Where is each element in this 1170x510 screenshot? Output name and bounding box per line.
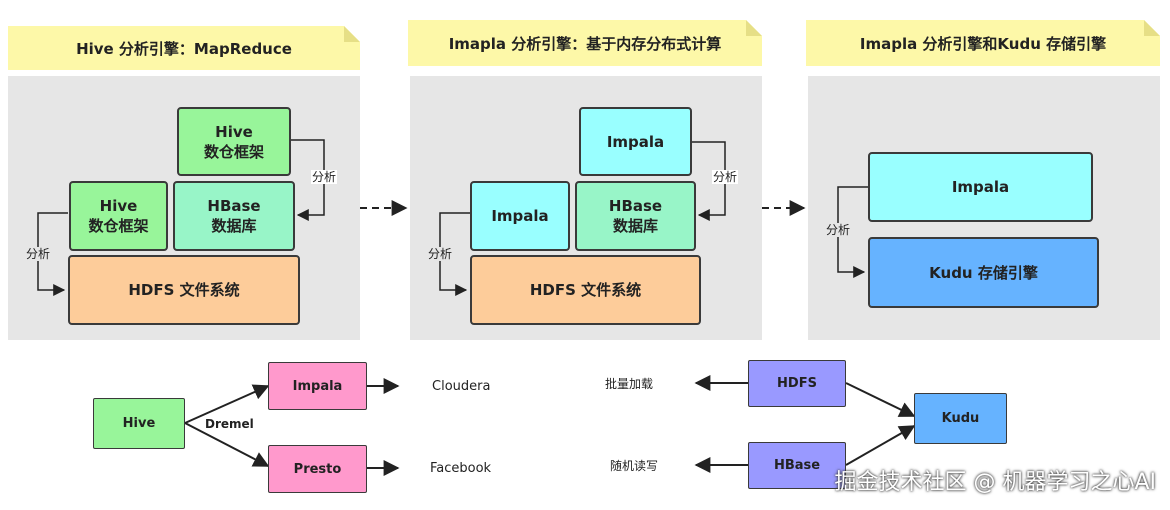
stage2-hdfs-label: HDFS 文件系统 [529, 281, 642, 299]
watermark: 掘金技术社区 @ 机器学习之心AI [834, 470, 1156, 495]
stage2-impala-top-label: Impala [606, 132, 665, 151]
stage1-analyze-label-left: 分析 [25, 247, 52, 261]
stage1-hive-left-line2: 数仓框架 [88, 217, 149, 235]
stage2-hbase-line1: HBase [608, 197, 663, 215]
random-rw-label: 随机读写 [610, 459, 659, 473]
lower-kudu-label: Kudu [941, 411, 980, 426]
lower-hdfs-label: HDFS [777, 376, 817, 391]
stage1-hdfs-label: HDFS 文件系统 [128, 281, 240, 299]
lower-hive-label: Hive [122, 416, 156, 431]
dremel-label: Dremel [205, 417, 254, 431]
stage2-title-note: Imapla 分析引擎：基于内存分布式计算 [408, 20, 762, 66]
stage2-analyze-label-left: 分析 [427, 247, 454, 261]
stage1-hbase-line2: 数据库 [211, 217, 257, 235]
stage1-hbase-line1: HBase [207, 197, 261, 215]
stage1-hdfs-box: HDFS 文件系统 [68, 255, 300, 325]
stage3-kudu-label: Kudu 存储引擎 [929, 263, 1038, 282]
facebook-label: Facebook [430, 461, 492, 476]
lower-presto-label: Presto [293, 461, 342, 477]
stage1-hive-top-line1: Hive [215, 122, 253, 141]
stage1-hive-top-box: Hive 数仓框架 [177, 107, 291, 176]
stage2-hbase-line2: 数据库 [612, 217, 658, 235]
hive-presto-line [184, 422, 270, 467]
hbase-kudu-line [845, 425, 916, 466]
lower-impala-label: Impala [292, 378, 343, 394]
lower-impala-box: Impala [268, 362, 367, 410]
lower-hdfs-box: HDFS [748, 360, 846, 407]
stage2-title: Imapla 分析引擎：基于内存分布式计算 [448, 34, 722, 53]
stage3-analyze-label: 分析 [825, 223, 852, 237]
stage2-impala-left-box: Impala [470, 181, 570, 251]
stage1-hive-top-line2: 数仓框架 [203, 142, 264, 161]
lower-kudu-box: Kudu [914, 393, 1007, 444]
stage2-hdfs-box: HDFS 文件系统 [470, 255, 701, 325]
stage2-impala-top-box: Impala [579, 107, 692, 176]
stage1-title: Hive 分析引擎：MapReduce [76, 39, 292, 58]
stage1-hive-left-line1: Hive [99, 197, 138, 215]
stage3-kudu-box: Kudu 存储引擎 [868, 237, 1099, 308]
stage3-impala-label: Impala [951, 178, 1010, 196]
lower-presto-box: Presto [268, 445, 367, 493]
stage2-analyze-label-right: 分析 [712, 170, 739, 184]
lower-hive-box: Hive [93, 398, 185, 449]
stage3-title-note: Imapla 分析引擎和Kudu 存储引擎 [806, 20, 1160, 66]
cloudera-label: Cloudera [432, 379, 491, 394]
lower-hbase-label: HBase [773, 458, 821, 473]
stage2-impala-left-label: Impala [491, 207, 549, 225]
hdfs-kudu-line [845, 382, 916, 417]
stage3-title: Imapla 分析引擎和Kudu 存储引擎 [859, 34, 1107, 53]
batch-load-label: 批量加载 [605, 377, 654, 391]
stage1-hive-left-box: Hive 数仓框架 [69, 181, 168, 251]
stage1-title-note: Hive 分析引擎：MapReduce [8, 26, 360, 70]
hive-impala-line [184, 384, 270, 424]
stage2-hbase-box: HBase 数据库 [575, 181, 696, 251]
stage3-impala-box: Impala [868, 152, 1093, 222]
stage1-hbase-box: HBase 数据库 [173, 181, 295, 251]
lower-hbase-box: HBase [748, 442, 846, 489]
stage1-analyze-label-right: 分析 [311, 170, 338, 184]
